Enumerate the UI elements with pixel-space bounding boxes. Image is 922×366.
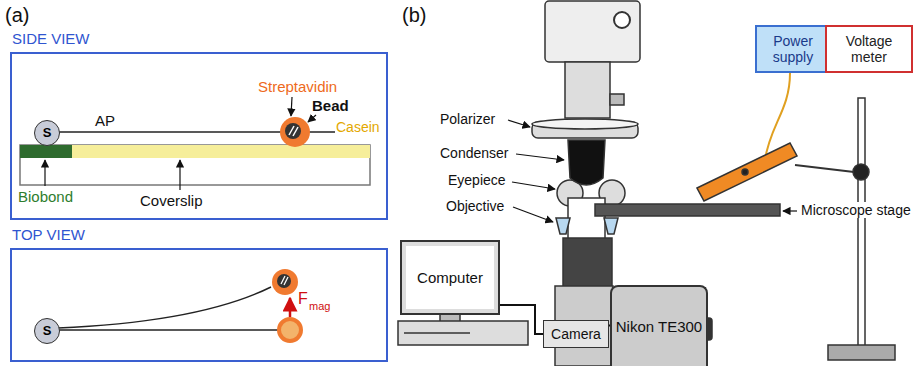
computer-base-part (404, 332, 470, 334)
microscope-part (556, 218, 570, 234)
microscope-base: Nikon TE300 (610, 285, 708, 366)
side-view-sample-part (72, 145, 370, 158)
computer-monitor: Computer (400, 240, 500, 315)
part-label: Polarizer (440, 111, 495, 127)
top-view-sample-part (284, 277, 288, 285)
leader-arrows-part (783, 210, 797, 211)
top-view-sample (58, 269, 301, 341)
node-text: Power supply (757, 33, 829, 65)
leader-arrows-part (516, 154, 564, 160)
microscope (532, 1, 780, 366)
camera-box: Camera (543, 320, 609, 348)
panel-heading: SIDE VIEW (12, 30, 90, 47)
top-view-sample-part (58, 287, 271, 328)
top-view-sample-part (58, 329, 279, 331)
microscope-part (563, 238, 612, 290)
leader-arrows-part (513, 207, 553, 222)
voltage-meter-box: Voltage meter (825, 25, 913, 73)
side-view-sample-part (289, 126, 294, 135)
part-label: Casein (336, 119, 380, 135)
leader-arrows-part (179, 160, 180, 190)
computer-base (398, 314, 528, 345)
view-panel: TOP VIEWS (10, 248, 388, 362)
side-view-sample (20, 117, 370, 185)
magnet-stand-part (697, 143, 797, 201)
part-label: Objective (446, 198, 504, 214)
node-text: Voltage meter (827, 33, 911, 65)
part-label: Eyepiece (448, 172, 506, 188)
microscope-part (565, 62, 610, 118)
top-view-sample-part (272, 269, 298, 295)
surface-anchor: S (34, 120, 60, 146)
force-subscript: mag (309, 300, 330, 313)
magnet-stand-part (858, 98, 865, 346)
side-view-sample-part (20, 145, 72, 158)
magnet-stand-part (795, 165, 854, 172)
top-view-sample-part (289, 298, 292, 317)
part-label: Microscope stage (799, 202, 913, 218)
microscope-part (568, 140, 605, 185)
top-view-sample-part (277, 274, 291, 288)
leader-arrows-part (291, 97, 292, 116)
magnet-stand-part (853, 164, 869, 180)
side-view-sample-part (285, 123, 301, 139)
leader-arrows-part (44, 160, 45, 186)
side-view-sample-part (20, 145, 370, 185)
cable-connector (500, 305, 543, 334)
view-panel: SIDE VIEWS (10, 52, 388, 220)
part-label: AP (95, 112, 115, 129)
computer-base-part (398, 321, 528, 345)
panel-letter: (b) (402, 4, 426, 27)
microscope-part (532, 119, 638, 129)
node-text: S (43, 126, 52, 141)
magnet-stand-part (742, 169, 748, 175)
node-text: Computer (414, 269, 486, 286)
microscope-part (545, 1, 640, 62)
leader-arrows-part (308, 115, 316, 122)
part-label: Biobond (18, 188, 73, 205)
leader-arrows (45, 97, 797, 222)
microscope-part (614, 12, 630, 28)
force-label: F (298, 290, 308, 308)
power-supply-box: Power supply (755, 25, 831, 73)
side-view-sample-part (293, 127, 298, 136)
node-text: Camera (548, 326, 604, 342)
side-view-sample-part (280, 117, 310, 147)
node-text: Nikon TE300 (613, 318, 705, 335)
microscope-part (604, 218, 618, 234)
top-view-sample-part (279, 319, 301, 341)
part-label: Condenser (440, 145, 509, 161)
part-label: Coverslip (140, 192, 203, 209)
magnet-stand-part (828, 345, 895, 360)
microscope-part (595, 204, 780, 216)
part-label: Bead (312, 97, 349, 114)
panel-letter: (a) (5, 4, 29, 27)
panel-heading: TOP VIEW (12, 226, 85, 243)
microscope-part (610, 94, 624, 105)
node-text: S (43, 324, 52, 339)
leader-arrows-part (508, 120, 530, 127)
part-label: Streptavidin (258, 78, 337, 95)
leader-arrows-part (512, 182, 555, 189)
surface-anchor: S (34, 318, 60, 344)
